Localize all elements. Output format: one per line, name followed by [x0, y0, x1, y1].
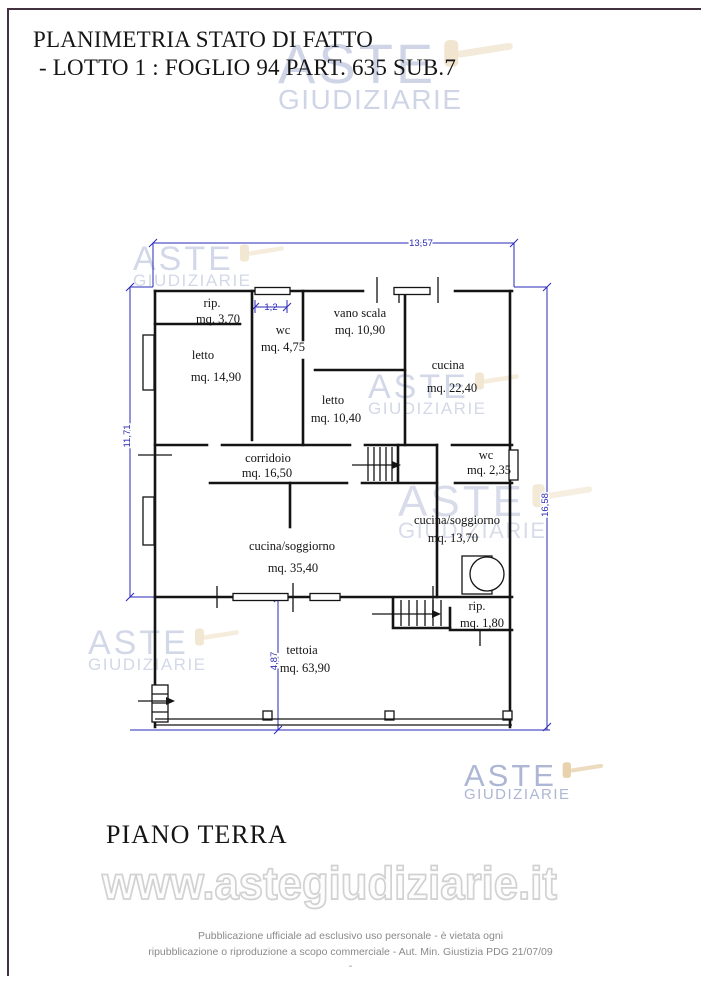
tettoia-bottom-wall — [155, 718, 512, 726]
room-area-label: mq. 10,40 — [311, 411, 361, 425]
gavel-icon — [474, 372, 519, 390]
url-watermark: www.astegiudiziarie.it — [101, 856, 558, 910]
document-title: PLANIMETRIA STATO DI FATTO - LOTTO 1 : F… — [33, 26, 456, 82]
title-line-1: PLANIMETRIA STATO DI FATTO — [33, 27, 374, 52]
aste-giudiziarie-watermark: ASTE GIUDIZIARIE — [368, 370, 521, 417]
room-name-label: vano scala — [334, 306, 387, 320]
room-area-label: mq. 10,90 — [335, 323, 385, 337]
room-name-label: tettoia — [286, 643, 318, 657]
aste-giudiziarie-watermark: ASTE GIUDIZIARIE — [133, 242, 286, 289]
page-border-top — [7, 8, 701, 10]
ladder — [152, 693, 168, 713]
footer-dash: - — [348, 960, 353, 972]
dim-height-left: 11,71 — [122, 424, 133, 447]
room-area-label: mq. 14,90 — [191, 370, 241, 384]
logo-giudiziarie-text: GIUDIZIARIE — [278, 84, 463, 115]
room-area-label: mq. 3,70 — [196, 312, 240, 326]
logo-giudiziarie-text: GIUDIZIARIE — [368, 399, 487, 418]
logo-giudiziarie-text: GIUDIZIARIE — [133, 271, 252, 290]
gavel-icon — [239, 244, 284, 262]
dim-height-tettoia: 4,87 — [269, 652, 280, 671]
footer-line-1: Pubblicazione ufficiale ad esclusivo uso… — [197, 930, 504, 942]
stairs-rip — [400, 600, 442, 626]
room-area-label: mq. 2,35 — [467, 463, 511, 477]
aste-giudiziarie-watermark: ASTE GIUDIZIARIE — [88, 626, 241, 673]
room-area-label: mq. 16,50 — [242, 466, 292, 480]
room-name-label: rip. — [468, 599, 485, 613]
gavel-icon — [532, 484, 593, 508]
floor-label: PIANO TERRA — [106, 820, 288, 849]
room-area-label: mq. 35,40 — [268, 561, 318, 575]
logo-giudiziarie-text: GIUDIZIARIE — [464, 786, 571, 803]
room-area-label: mq. 1,80 — [460, 616, 504, 630]
title-line-2: - LOTTO 1 : FOGLIO 94 PART. 635 SUB.7 — [33, 55, 457, 80]
room-name-label: cucina/soggiorno — [249, 539, 335, 553]
boiler-symbol — [469, 556, 505, 592]
room-name-label: letto — [192, 348, 214, 362]
logo-giudiziarie-text: GIUDIZIARIE — [88, 655, 207, 674]
footer-line-2: ripubblicazione o riproduzione a scopo c… — [148, 945, 553, 958]
footer: Pubblicazione ufficiale ad esclusivo uso… — [0, 929, 701, 973]
aste-giudiziarie-watermark: ASTE GIUDIZIARIE — [278, 36, 516, 114]
room-name-label: letto — [322, 393, 344, 407]
logo-aste-text: ASTE — [464, 758, 557, 793]
dim-width-top: 13,57 — [409, 238, 433, 249]
gavel-icon — [194, 628, 239, 646]
room-name-label: corridoio — [245, 451, 291, 465]
room-name-label: wc — [479, 448, 494, 462]
stairs-corridor — [367, 447, 393, 481]
aste-giudiziarie-watermark: ASTE GIUDIZIARIE — [398, 480, 595, 542]
logo-giudiziarie-text: GIUDIZIARIE — [398, 518, 547, 543]
gavel-icon — [444, 40, 514, 67]
room-area-label: mq. 4,75 — [261, 340, 305, 354]
dim-wc-window: 1,2 — [264, 302, 277, 313]
logo-aste-text: ASTE — [278, 32, 437, 95]
page-border-left — [7, 8, 9, 976]
room-area-label: mq. 63,90 — [280, 661, 330, 675]
room-name-label: wc — [276, 323, 291, 337]
gavel-icon — [562, 762, 604, 778]
aste-giudiziarie-logo: ASTE GIUDIZIARIE — [464, 760, 605, 802]
room-name-label: rip. — [203, 296, 220, 310]
dimension-labels: 13,57 11,71 16,58 4,87 1,2 — [121, 237, 553, 672]
